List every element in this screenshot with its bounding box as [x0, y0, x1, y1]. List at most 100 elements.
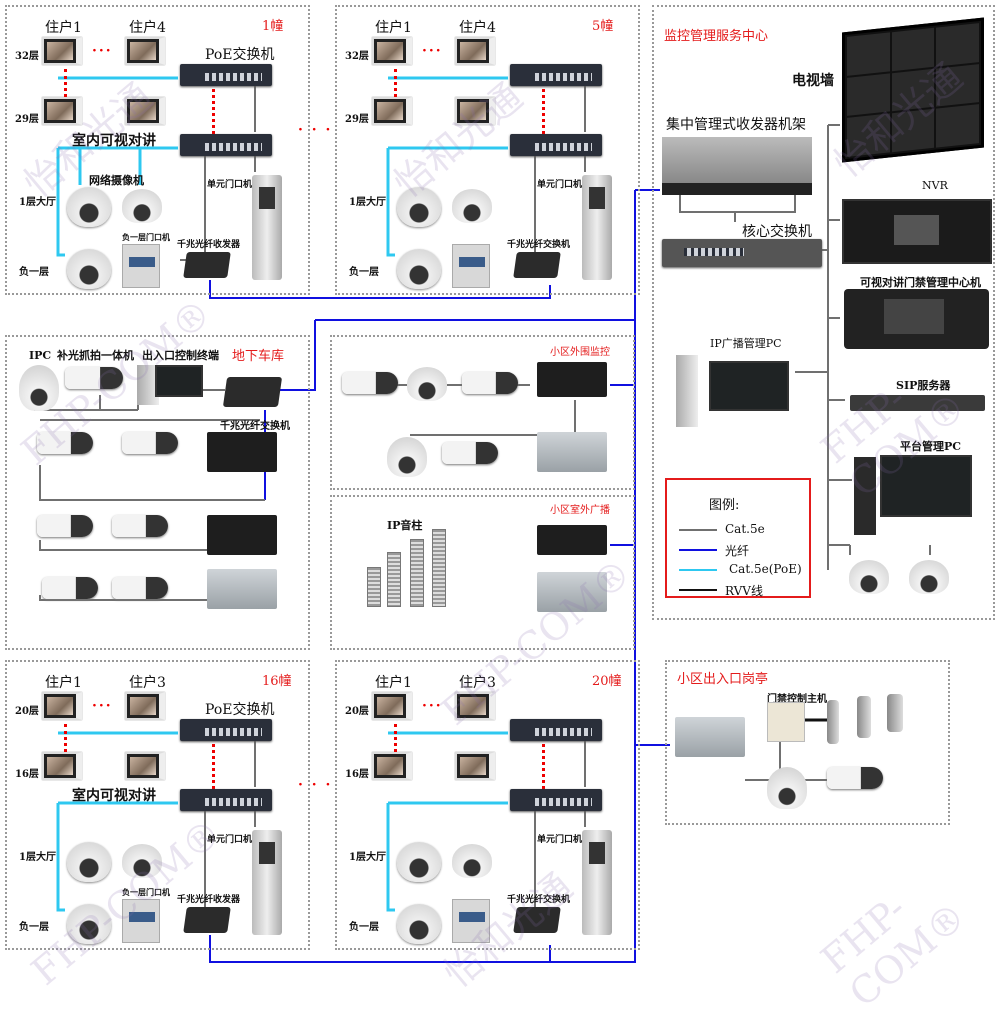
- turret-camera-icon: [397, 842, 441, 882]
- lobby-label: 1层大厅: [349, 852, 386, 863]
- ipc-label: IPC: [29, 349, 52, 362]
- unit-door-station-kiosk-icon: [582, 175, 612, 280]
- broadcast-pc-monitor-icon: [709, 361, 789, 411]
- indoor-monitor-icon: [455, 752, 495, 780]
- fiber-switch-icon: [207, 515, 277, 555]
- indoor-intercom-label: 室内可视对讲: [72, 788, 156, 804]
- fiber-transceiver-icon: [513, 252, 561, 278]
- access-controller-label: 门禁控制主机: [767, 694, 827, 705]
- turnstile-icon: [827, 700, 839, 744]
- door-station-icon: [452, 899, 490, 943]
- fiber-transceiver-icon: [537, 572, 607, 612]
- turnstile-icon: [857, 696, 871, 738]
- control-center-zone: 监控管理服务中心 电视墙 集中管理式收发器机架 核心交换机 NVR 可视对讲门禁…: [652, 5, 995, 620]
- broadcast-pc-tower-icon: [676, 355, 698, 427]
- legend-item: Cat.5e: [679, 522, 804, 538]
- indoor-monitor-icon: [42, 37, 82, 65]
- floor-label: 16层: [345, 769, 369, 780]
- legend: 图例: Cat.5e 光纤 Cat.5e(PoE) RVV线: [665, 478, 811, 598]
- fiber-transceiver-icon: [537, 432, 607, 472]
- lpr-camera-label: 补光抓拍一体机: [57, 349, 134, 362]
- fiber-transceiver-icon: [183, 907, 231, 933]
- indoor-monitor-icon: [372, 692, 412, 720]
- nvr-icon: [842, 199, 992, 264]
- floor-label: 16层: [15, 769, 39, 780]
- building-zone: 20幢 住户1 住户3 20层 16层 ··· 1层大厅 负一层 单元门口机 千…: [335, 660, 640, 950]
- nvr-label: NVR: [922, 179, 948, 192]
- turret-camera-icon: [397, 187, 441, 227]
- building-zone: 1幢 住户1 住户4 32层 29层 ··· PoE交换机 室内可视对讲 网络摄…: [5, 5, 310, 295]
- bullet-camera-icon: [827, 767, 883, 789]
- ptz-camera-icon: [407, 367, 447, 401]
- poe-lines: [56, 76, 508, 912]
- poe-switch-icon: [180, 64, 272, 86]
- vertical-ellipsis: [212, 89, 215, 134]
- intercom-center-label: 可视对讲门禁管理中心机: [860, 276, 981, 289]
- more-buildings-ellipsis: · · ·: [298, 122, 333, 138]
- video-wall-label: 电视墙: [792, 73, 834, 89]
- dome-camera-icon: [122, 844, 162, 878]
- core-switch-label: 核心交换机: [742, 224, 812, 240]
- broadcast-pc-label: IP广播管理PC: [710, 337, 782, 350]
- poe-switch-icon: [510, 64, 602, 86]
- resident-label: 住户3: [459, 675, 496, 691]
- unit-door-station-label: 单元门口机: [207, 835, 253, 845]
- indoor-monitor-icon: [125, 37, 165, 65]
- poe-switch-icon: [180, 134, 272, 156]
- legend-line-swatch: [679, 549, 717, 551]
- resident-label: 住户4: [459, 20, 496, 36]
- turret-camera-icon: [397, 249, 441, 289]
- indoor-monitor-icon: [372, 97, 412, 125]
- access-controller-icon: [767, 702, 805, 742]
- fiber-switch-icon: [207, 432, 277, 472]
- unit-door-station-kiosk-icon: [582, 830, 612, 935]
- ellipsis: ···: [92, 698, 113, 714]
- poe-switch-icon: [510, 719, 602, 741]
- vertical-ellipsis: [542, 89, 545, 134]
- speaker-label: IP音柱: [387, 519, 423, 532]
- dome-camera-icon: [122, 189, 162, 223]
- bullet-camera-icon: [122, 432, 178, 454]
- dome-camera-icon: [909, 560, 949, 594]
- video-wall-icon: [842, 17, 984, 163]
- ptz-camera-icon: [767, 767, 807, 809]
- vertical-ellipsis: [542, 744, 545, 789]
- platform-pc-tower-icon: [854, 457, 876, 535]
- poe-switch-icon: [510, 789, 602, 811]
- resident-label: 住户1: [45, 675, 82, 691]
- basement-label: 负一层: [19, 922, 49, 933]
- indoor-monitor-icon: [372, 752, 412, 780]
- speaker-column-icon: [410, 539, 424, 607]
- lobby-label: 1层大厅: [349, 197, 386, 208]
- basement-label: 负一层: [349, 267, 379, 278]
- lobby-label: 1层大厅: [19, 852, 56, 863]
- vertical-ellipsis: [212, 744, 215, 789]
- indoor-monitor-icon: [42, 752, 82, 780]
- legend-line-swatch: [679, 589, 717, 591]
- fiber-device-label: 千兆光纤交换机: [507, 240, 571, 250]
- indoor-monitor-icon: [42, 692, 82, 720]
- ellipsis: ···: [422, 698, 443, 714]
- speaker-column-icon: [367, 567, 381, 607]
- terminal-monitor-icon: [155, 365, 203, 397]
- turret-camera-icon: [67, 842, 111, 882]
- platform-pc-label: 平台管理PC: [900, 440, 962, 453]
- legend-title: 图例:: [709, 498, 740, 513]
- indoor-monitor-icon: [125, 752, 165, 780]
- bullet-camera-icon: [462, 372, 518, 394]
- turret-camera-icon: [397, 904, 441, 944]
- turret-camera-icon: [67, 249, 111, 289]
- perimeter-zone: 小区外围监控: [330, 335, 635, 490]
- vertical-ellipsis: [394, 724, 397, 752]
- unit-door-station-label: 单元门口机: [537, 835, 583, 845]
- floor-label: 20层: [345, 706, 369, 717]
- bullet-camera-icon: [342, 372, 398, 394]
- dome-camera-icon: [849, 560, 889, 594]
- door-station-icon: [122, 244, 160, 288]
- building-zone: 16幢 住户1 住户3 20层 16层 ··· PoE交换机 室内可视对讲 1层…: [5, 660, 310, 950]
- rack-label: 集中管理式收发器机架: [666, 117, 806, 133]
- ellipsis: ···: [92, 43, 113, 59]
- door-station-icon: [452, 244, 490, 288]
- resident-label: 住户1: [375, 675, 412, 691]
- legend-label: Cat.5e: [725, 522, 765, 536]
